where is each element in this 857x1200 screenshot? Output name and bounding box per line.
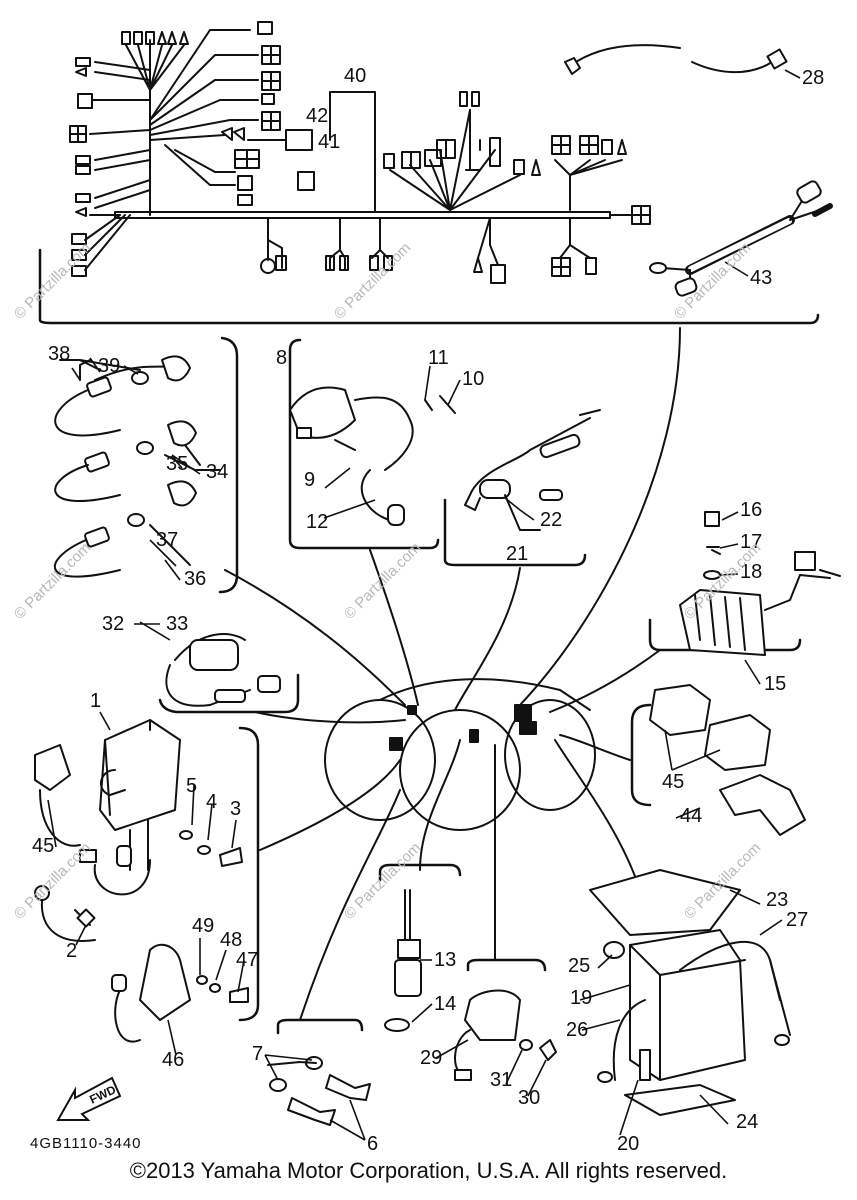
callout-36: 36 xyxy=(184,568,206,590)
relay-group xyxy=(378,863,557,1081)
callout-7: 7 xyxy=(252,1043,263,1065)
callout-44: 44 xyxy=(680,805,702,827)
neutral-switch-group xyxy=(267,1018,371,1126)
callout-21: 21 xyxy=(506,543,528,565)
callout-32: 32 xyxy=(102,613,124,635)
callout-37: 37 xyxy=(156,529,178,551)
cover-group xyxy=(630,684,806,836)
callout-34: 34 xyxy=(206,461,228,483)
callout-41: 41 xyxy=(318,131,340,153)
watermark: © Partzilla.com xyxy=(341,539,424,622)
callout-12: 12 xyxy=(306,511,328,533)
callout-39: 39 xyxy=(98,355,120,377)
callout-49: 49 xyxy=(192,915,214,937)
callout-33: 33 xyxy=(166,613,188,635)
ignition-coil-group xyxy=(288,338,456,550)
callout-18: 18 xyxy=(740,561,762,583)
callout-15: 15 xyxy=(764,673,786,695)
callout-1: 1 xyxy=(90,690,101,712)
callout-6: 6 xyxy=(367,1133,378,1155)
watermark: © Partzilla.com xyxy=(11,239,94,322)
callout-38: 38 xyxy=(48,343,70,365)
callout-19: 19 xyxy=(570,987,592,1009)
callout-11: 11 xyxy=(428,347,449,369)
callout-9: 9 xyxy=(304,469,315,491)
callout-16: 16 xyxy=(740,499,762,521)
callout-3: 3 xyxy=(230,798,241,820)
callout-29: 29 xyxy=(420,1047,442,1069)
callout-48: 48 xyxy=(220,929,242,951)
callout-labels: 1 2 3 4 5 6 7 8 9 10 11 12 13 14 15 16 1… xyxy=(32,65,824,1155)
callout-leaders xyxy=(47,69,801,1141)
drawing-code: 4GB1110-3440 xyxy=(30,1135,142,1152)
callout-43: 43 xyxy=(750,267,772,289)
callout-4: 4 xyxy=(206,791,217,813)
callout-45-left: 45 xyxy=(32,835,54,857)
battery-group xyxy=(589,869,791,1116)
fwd-arrow-icon: FWD xyxy=(56,1076,122,1121)
callout-23: 23 xyxy=(766,889,788,911)
callout-30: 30 xyxy=(518,1087,540,1109)
callout-26: 26 xyxy=(566,1019,588,1041)
callout-8: 8 xyxy=(276,347,287,369)
cdi-group xyxy=(34,719,260,1043)
watermark: © Partzilla.com xyxy=(341,839,424,922)
callout-25: 25 xyxy=(568,955,590,977)
callout-10: 10 xyxy=(462,368,484,390)
sub-lead-43 xyxy=(649,180,833,297)
center-frame-group xyxy=(158,327,681,1021)
callout-27: 27 xyxy=(786,909,808,931)
callout-28: 28 xyxy=(802,67,824,89)
watermark: © Partzilla.com xyxy=(331,239,414,322)
callout-2: 2 xyxy=(66,940,77,962)
callout-46: 46 xyxy=(162,1049,184,1071)
lead-wire-28 xyxy=(564,44,788,75)
switch-group xyxy=(443,409,601,567)
rectifier-group xyxy=(648,511,841,656)
callout-40: 40 xyxy=(344,65,366,87)
callout-14: 14 xyxy=(434,993,456,1015)
callout-13: 13 xyxy=(434,949,456,971)
callout-24: 24 xyxy=(736,1111,758,1133)
callout-22: 22 xyxy=(540,509,562,531)
callout-47: 47 xyxy=(236,949,258,971)
wire-harness-group xyxy=(38,21,820,325)
callout-17: 17 xyxy=(740,531,762,553)
callout-42: 42 xyxy=(306,105,328,127)
sensor-group xyxy=(54,336,239,594)
callout-5: 5 xyxy=(186,775,197,797)
callout-35: 35 xyxy=(166,453,188,475)
callout-20: 20 xyxy=(617,1133,639,1155)
copyright-notice: ©2013 Yamaha Motor Corporation, U.S.A. A… xyxy=(129,1158,728,1183)
callout-31: 31 xyxy=(490,1069,512,1091)
callout-45-right: 45 xyxy=(662,771,684,793)
watermark: © Partzilla.com xyxy=(11,539,94,622)
